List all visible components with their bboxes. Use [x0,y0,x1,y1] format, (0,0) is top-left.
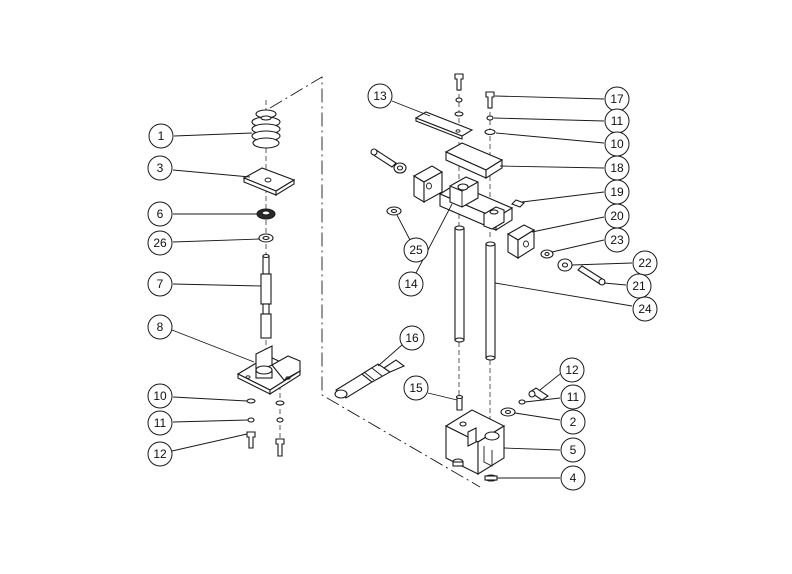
right-washer-11 [518,399,526,405]
part-23-washer [540,249,554,259]
callout-10-left: 10 [147,383,248,409]
callout-8: 8 [147,314,255,363]
top-screw-left [454,73,464,117]
part-8-bracket [236,345,302,395]
svg-text:13: 13 [373,89,387,103]
callout-26: 26 [147,230,260,256]
callout-4: 4 [497,465,586,491]
svg-text:5: 5 [570,443,577,457]
part-13-strip [414,111,474,140]
assembly-boundary-line [269,76,481,488]
part-3-plate [242,167,296,196]
callout-11-right: 11 [524,384,586,410]
part-10-washer-top [484,128,496,136]
callout-11-top: 11 [493,108,630,134]
part-16-roller-shaft [334,359,406,399]
callout-16: 16 [377,325,425,367]
left-hardware-washers-screws [246,398,285,457]
part-20-side-block [506,224,536,259]
callout-21: 21 [603,273,652,299]
svg-text:8: 8 [157,320,164,334]
left-subassembly: 1 3 6 26 7 8 10 [147,100,302,467]
callout-18: 18 [499,155,630,181]
callout-20: 20 [531,203,630,233]
callout-15: 15 [403,375,458,401]
callout-19: 19 [521,179,630,205]
part-24-guide-rods [454,225,496,361]
svg-text:20: 20 [610,209,624,223]
svg-text:19: 19 [610,185,624,199]
svg-text:17: 17 [610,92,624,106]
svg-text:26: 26 [153,236,167,250]
callout-17: 17 [494,86,630,112]
callout-13: 13 [367,83,431,117]
svg-text:25: 25 [409,243,423,257]
part-7-shaft [260,253,272,339]
svg-text:6: 6 [157,207,164,221]
svg-text:14: 14 [404,277,418,291]
part-2-washer [500,407,516,417]
callout-12-right: 12 [539,357,585,391]
left-side-block [412,165,444,203]
svg-text:11: 11 [567,390,580,404]
svg-text:23: 23 [610,233,624,247]
part-4-feet [452,458,498,482]
part-1-spring [251,109,281,149]
part-25-washer [386,206,402,216]
callout-7: 7 [147,271,262,297]
svg-text:1: 1 [158,129,165,143]
right-subassembly: 13 14 25 16 15 17 11 [334,73,658,491]
part-21-pin [577,265,606,286]
part-15-screw [455,394,464,411]
part-11-lock-washer-top [486,115,494,121]
callout-10-top: 10 [495,131,630,157]
svg-text:7: 7 [157,277,164,291]
svg-text:10: 10 [153,389,167,403]
svg-text:12: 12 [565,363,579,377]
svg-text:10: 10 [610,137,624,151]
left-pin-nut [370,148,407,174]
callout-3: 3 [147,155,251,181]
callout-5: 5 [503,437,586,463]
svg-text:3: 3 [157,161,164,175]
callout-25: 25 [396,214,429,263]
svg-text:2: 2 [570,415,577,429]
right-screw-12 [528,387,549,401]
svg-text:15: 15 [409,381,423,395]
part-18-top-plate [444,142,504,179]
callout-11-left: 11 [147,410,249,436]
svg-text:11: 11 [154,416,167,430]
part-22-nut [557,258,573,272]
callout-2: 2 [514,409,586,435]
svg-text:16: 16 [405,331,419,345]
callout-24: 24 [494,282,658,322]
svg-text:12: 12 [153,447,167,461]
svg-text:22: 22 [638,256,652,270]
part-19-pin [511,199,525,208]
svg-text:11: 11 [611,114,624,128]
part-26-snap-ring [258,233,274,243]
svg-text:18: 18 [610,161,624,175]
callout-14: 14 [398,203,453,297]
part-17-screw [485,91,495,109]
callout-22: 22 [571,250,658,276]
callout-23: 23 [551,227,630,253]
callout-12-left: 12 [147,433,248,467]
part-14-crossblock [438,176,514,231]
callout-6: 6 [147,201,257,227]
svg-text:24: 24 [638,302,652,316]
svg-text:21: 21 [632,279,646,293]
part-6-bearing [256,208,276,220]
part-5-base-block [444,409,506,475]
callout-1: 1 [148,123,253,149]
svg-text:4: 4 [570,471,577,485]
